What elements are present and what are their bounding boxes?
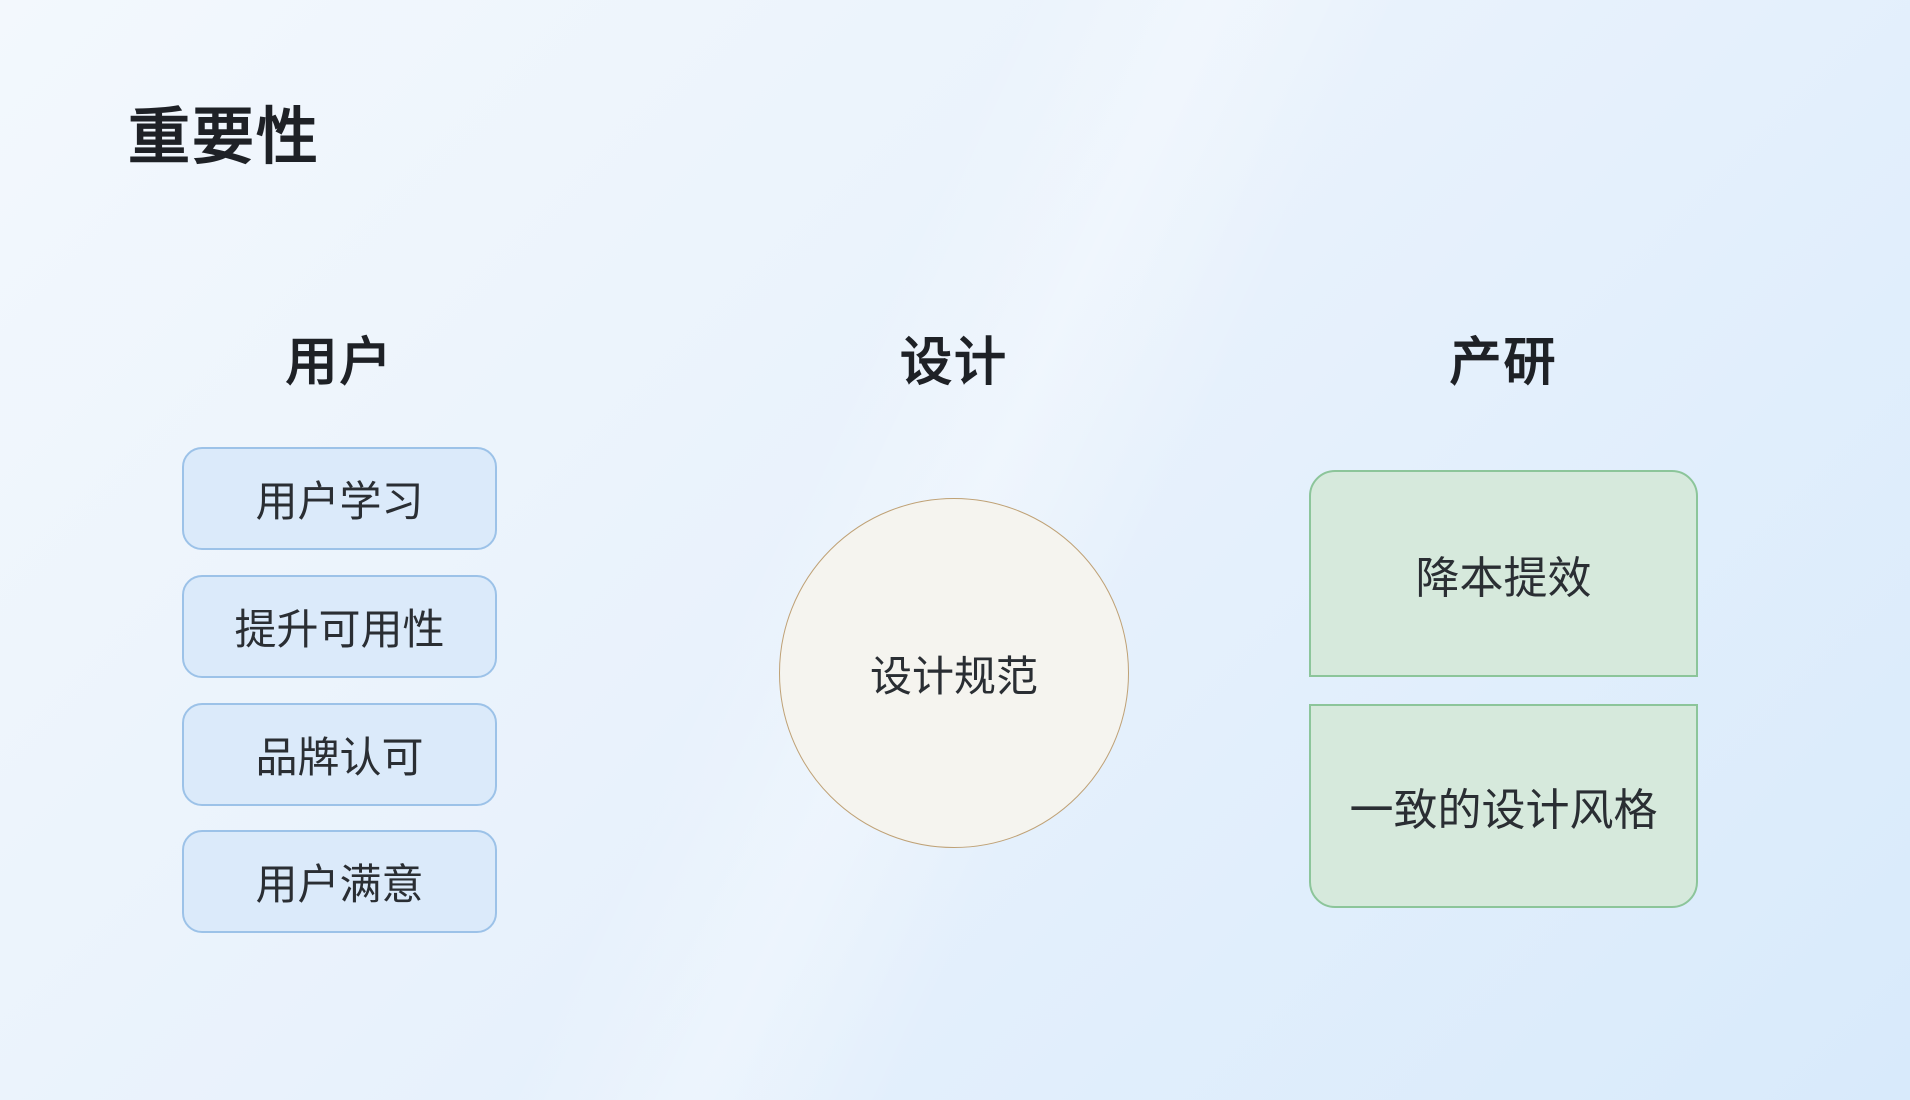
- column-heading-product-rd: 产研: [1449, 334, 1558, 392]
- product-node-cost-efficiency: 降本提效: [1309, 470, 1698, 677]
- design-spec-circle: 设计规范: [779, 498, 1129, 848]
- product-node-label: 降本提效: [1415, 553, 1592, 603]
- design-spec-label: 设计规范: [869, 652, 1038, 700]
- user-node-satisfaction: 用户满意: [182, 830, 497, 933]
- user-node-learning: 用户学习: [182, 447, 497, 550]
- user-node-label: 提升可用性: [234, 606, 445, 653]
- column-heading-users: 用户: [285, 334, 394, 392]
- column-heading-design: 设计: [899, 334, 1008, 392]
- product-node-consistent-style: 一致的设计风格: [1309, 704, 1698, 908]
- user-node-brand: 品牌认可: [182, 703, 497, 806]
- product-node-label: 一致的设计风格: [1349, 786, 1658, 835]
- user-node-label: 用户学习: [255, 478, 424, 525]
- user-node-usability: 提升可用性: [182, 575, 497, 678]
- user-node-label: 品牌认可: [255, 734, 424, 781]
- user-node-label: 用户满意: [255, 861, 424, 908]
- page-title: 重要性: [128, 103, 321, 172]
